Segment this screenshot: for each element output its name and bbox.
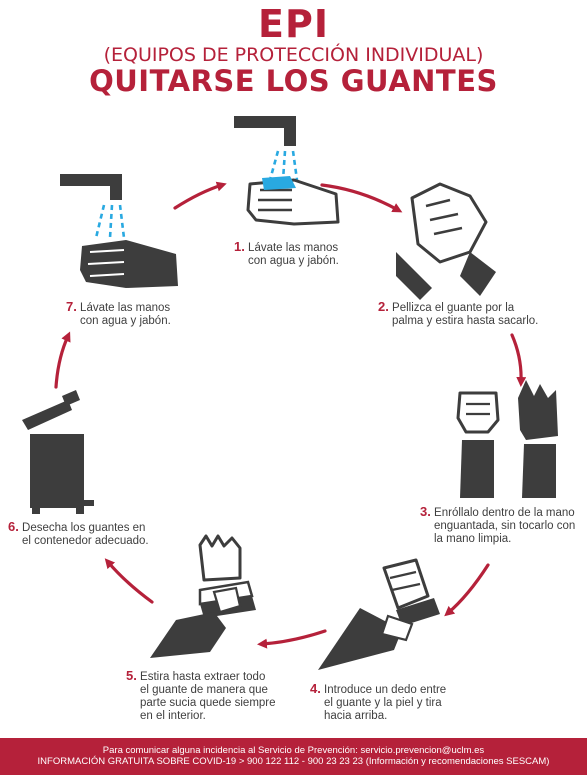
footer-covid-info: INFORMACIÓN GRATUITA SOBRE COVID-19 > 90… (37, 756, 550, 767)
step-number: 1. (234, 239, 245, 254)
cycle-arrows (54, 181, 527, 649)
step-number: 5. (126, 668, 137, 683)
step-number: 7. (66, 299, 77, 314)
step-4-caption: 4. Introduce un dedo entre el guante y l… (310, 681, 447, 722)
page-title: EPI (258, 2, 329, 46)
fist-and-glove-icon (456, 380, 558, 498)
page-heading: QUITARSE LOS GUANTES (89, 64, 498, 98)
pull-glove-icon (150, 534, 256, 658)
arrow-1-to-2 (320, 183, 403, 213)
step-number: 4. (310, 681, 321, 696)
arrow-4-to-5 (257, 629, 327, 649)
step-number: 6. (8, 519, 19, 534)
step-3-caption: 3. Enróllalo dentro de la mano enguantad… (420, 504, 576, 545)
arrow-7-to-1 (173, 181, 227, 210)
arrow-6-to-7 (54, 331, 71, 389)
step-number: 3. (420, 504, 431, 519)
footer-banner: Para comunicar alguna incidencia al Serv… (0, 738, 587, 775)
arrow-5-to-6 (104, 558, 154, 604)
footer-contact: Para comunicar alguna incidencia al Serv… (102, 745, 485, 756)
faucet-hands-icon-final (60, 174, 178, 288)
pinch-glove-icon (396, 182, 496, 300)
page-subtitle: (EQUIPOS DE PROTECCIÓN INDIVIDUAL) (103, 44, 484, 66)
step-number: 2. (378, 299, 389, 314)
step-2-caption: 2. Pellizca el guante por la palma y est… (378, 299, 539, 327)
arrow-3-to-4 (444, 563, 490, 617)
arrow-2-to-3 (510, 333, 527, 387)
waste-bin-icon (22, 390, 94, 514)
step-7-caption: 7. Lávate las manos con agua y jabón. (66, 299, 171, 327)
faucet-hands-icon (234, 116, 340, 226)
step-6-caption: 6. Desecha los guantes en el contenedor … (8, 519, 149, 547)
finger-under-glove-icon (318, 558, 440, 670)
step-5-caption: 5. Estira hasta extraer todo el guante d… (126, 668, 276, 722)
step-1-caption: 1. Lávate las manos con agua y jabón. (234, 239, 339, 267)
